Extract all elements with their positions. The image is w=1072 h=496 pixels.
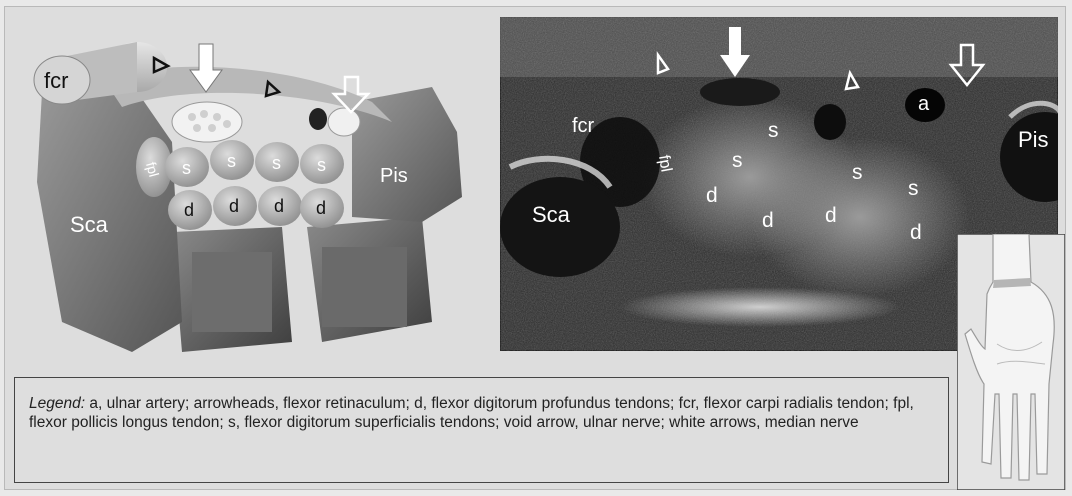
diagram-label-s: s xyxy=(317,155,326,175)
scaphoid-shape xyxy=(37,77,182,352)
legend-title: Legend: xyxy=(29,395,85,412)
legend-text: a, ulnar artery; arrowheads, flexor reti… xyxy=(29,395,914,431)
carpal-face-right xyxy=(322,247,407,327)
carpal-face-left xyxy=(192,252,272,332)
ulnar-nerve xyxy=(328,108,360,136)
us-label-d: d xyxy=(825,204,837,227)
diagram-label-d: d xyxy=(184,200,194,220)
us-label-d: d xyxy=(910,221,922,244)
diagram-label-d: d xyxy=(229,196,239,216)
diagram-label-pis: Pis xyxy=(380,165,408,187)
median-nerve xyxy=(172,102,242,142)
us-label-s: s xyxy=(908,177,919,200)
us-label-d: d xyxy=(762,209,774,232)
us-label-fpl: fpl xyxy=(655,154,675,174)
us-label-s: s xyxy=(852,161,863,184)
us-label-fcr: fcr xyxy=(572,115,595,137)
us-label-sca: Sca xyxy=(532,202,571,227)
wrist-cross-section-diagram: Sca Pis fcr fpl s s s s d d d d xyxy=(22,22,482,362)
us-label-s: s xyxy=(768,119,779,142)
diagram-label-d: d xyxy=(274,196,284,216)
diagram-label-d: d xyxy=(316,198,326,218)
us-label-a: a xyxy=(918,93,930,115)
ulnar-artery xyxy=(309,108,327,130)
us-label-d: d xyxy=(706,184,718,207)
us-label-pis: Pis xyxy=(1018,127,1049,152)
diagram-label-s: s xyxy=(227,151,236,171)
hand-position-inset xyxy=(957,234,1065,490)
diagram-label-s: s xyxy=(182,158,191,178)
us-label-s: s xyxy=(732,149,743,172)
diagram-label-sca: Sca xyxy=(70,212,109,237)
legend-box: Legend: a, ulnar artery; arrowheads, fle… xyxy=(14,377,949,483)
diagram-label-fcr: fcr xyxy=(44,68,68,93)
diagram-label-s: s xyxy=(272,153,281,173)
